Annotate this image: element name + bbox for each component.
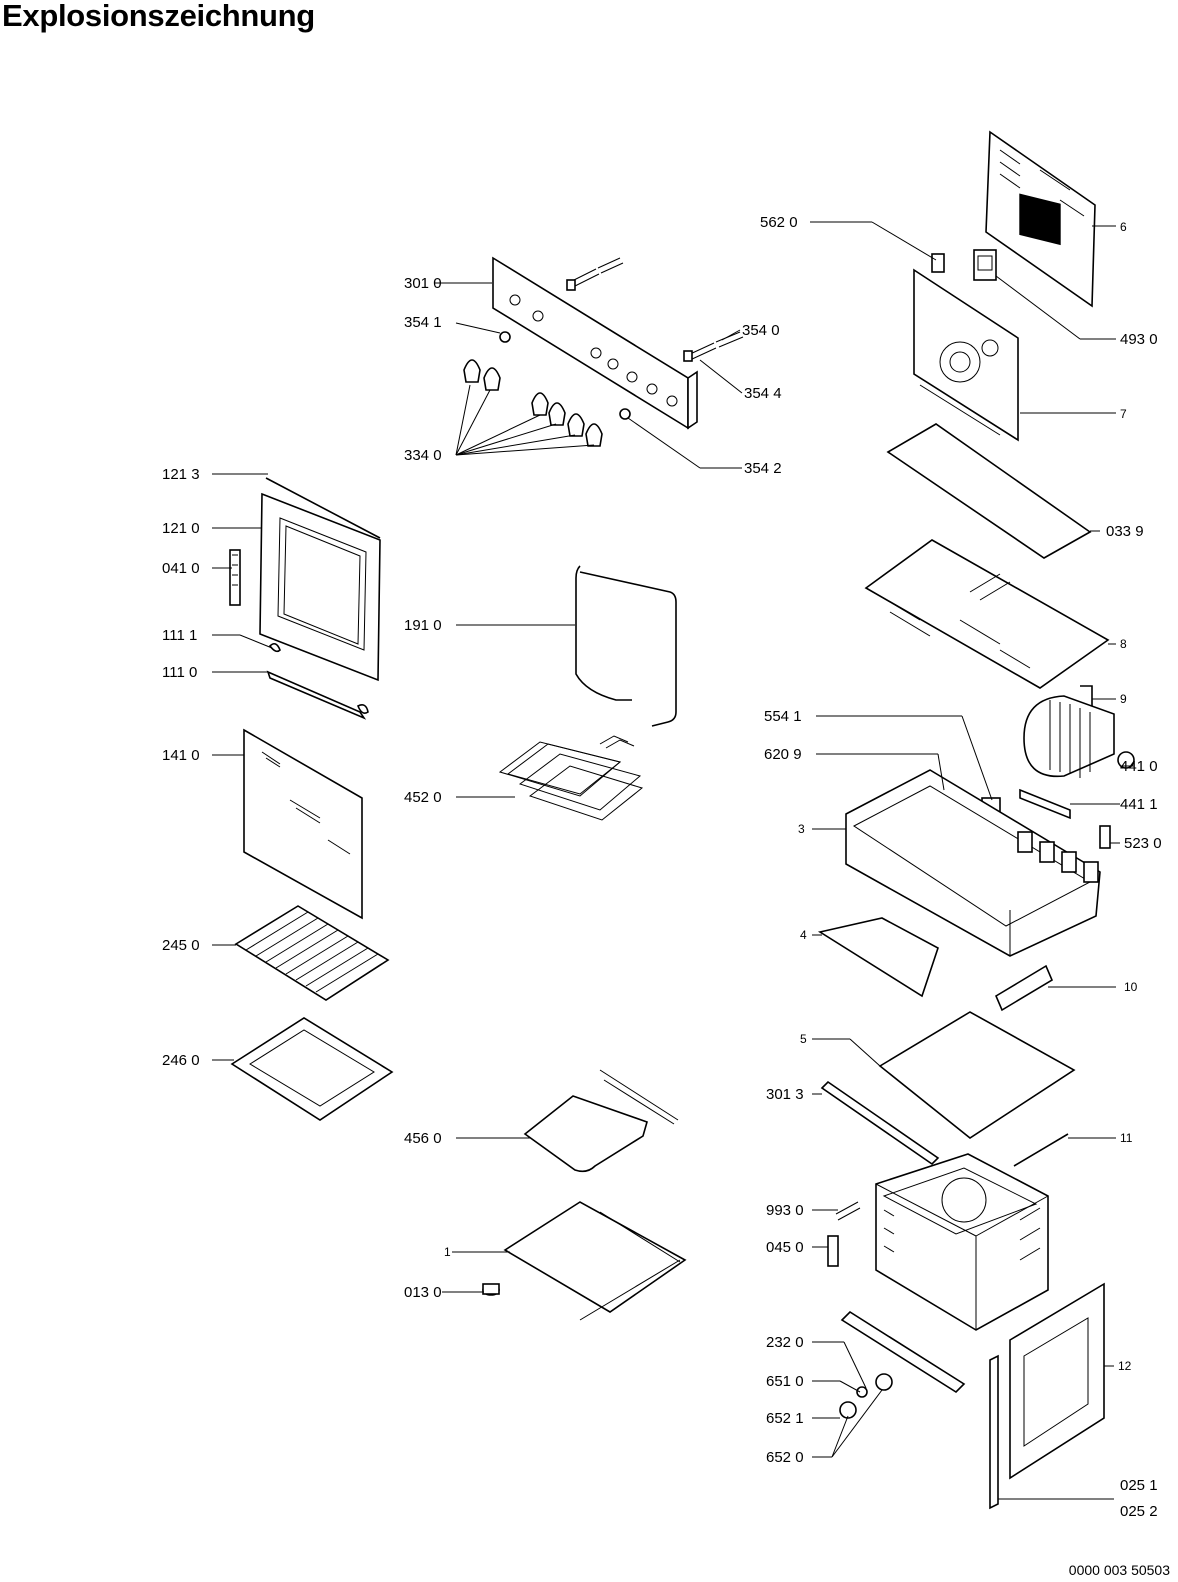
side-rail-part [989, 1354, 999, 1510]
document-number: 0000 003 50503 [1068, 1562, 1170, 1578]
leader-lines [212, 221, 1134, 1500]
label-562-0: 562 0 [760, 214, 798, 231]
label-10: 10 [1124, 980, 1138, 994]
control-housing-part [845, 769, 1101, 957]
label-121-0: 121 0 [162, 520, 200, 537]
bottom-strip-part [840, 1310, 966, 1394]
cover-strip-part [994, 964, 1054, 1012]
insulation-part [886, 423, 1092, 559]
label-232-0: 232 0 [766, 1334, 804, 1351]
oven-cavity-part [875, 1153, 1049, 1331]
clip-part [931, 253, 945, 273]
label-441-1: 441 1 [1120, 796, 1158, 813]
lamp-part [839, 1373, 893, 1419]
label-354-4: 354 4 [744, 385, 782, 402]
label-246-0: 246 0 [162, 1052, 200, 1069]
label-651-0: 651 0 [766, 1373, 804, 1390]
label-993-0: 993 0 [766, 1202, 804, 1219]
label-141-0: 141 0 [162, 747, 200, 764]
side-plate-part [878, 1011, 1076, 1139]
door-seal-part [575, 565, 677, 727]
fan-cover-part [913, 268, 1019, 442]
label-025-1: 025 1 [1120, 1477, 1158, 1494]
label-045-0: 045 0 [766, 1239, 804, 1256]
pin-part [499, 257, 744, 420]
label-121-3: 121 3 [162, 466, 200, 483]
door-hinge-part [229, 549, 241, 606]
page-title: Explosionszeichnung [2, 0, 315, 33]
label-033-9: 033 9 [1106, 523, 1144, 540]
label-245-0: 245 0 [162, 937, 200, 954]
label-301-0: 301 0 [404, 275, 442, 292]
label-013-0: 013 0 [404, 1284, 442, 1301]
label-354-1: 354 1 [404, 314, 442, 331]
switch-part [973, 249, 997, 281]
label-554-1: 554 1 [764, 708, 802, 725]
back-panel-part [985, 130, 1096, 308]
label-523-0: 523 0 [1124, 835, 1162, 852]
knob-part [463, 359, 603, 447]
top-plate-part [864, 539, 1110, 689]
fan-motor-part [1023, 695, 1135, 778]
label-452-0: 452 0 [404, 789, 442, 806]
label-354-0: 354 0 [742, 322, 780, 339]
label-354-2: 354 2 [744, 460, 782, 477]
bottom-plate-part [503, 1201, 687, 1321]
label-1: 1 [444, 1245, 451, 1259]
label-7: 7 [1120, 407, 1127, 421]
grill-element-part [523, 1069, 679, 1173]
heating-element-part [498, 735, 644, 821]
foot-part [482, 1283, 500, 1296]
label-456-0: 456 0 [404, 1130, 442, 1147]
label-9: 9 [1120, 692, 1127, 706]
control-panel-part [492, 256, 698, 430]
trim-strip-part [820, 1080, 940, 1166]
label-111-1: 111 1 [162, 627, 197, 644]
screw-part [827, 1201, 861, 1267]
label-8: 8 [1120, 637, 1127, 651]
label-111-0: 111 0 [162, 664, 197, 681]
rod-part [1013, 1133, 1069, 1167]
label-11: 11 [1120, 1131, 1133, 1145]
label-301-3: 301 3 [766, 1086, 804, 1103]
terminal-strip-part [1019, 788, 1071, 820]
label-5: 5 [800, 1032, 807, 1046]
baking-tray-part [230, 1017, 394, 1121]
air-guide-part [817, 917, 939, 998]
side-panel-part [1009, 1282, 1105, 1480]
door-handle-part [266, 642, 369, 720]
door-frame-part [259, 477, 381, 682]
label-4: 4 [800, 928, 807, 942]
selector-switch-part [1017, 825, 1111, 883]
label-652-0: 652 0 [766, 1449, 804, 1466]
label-441-0: 441 0 [1120, 758, 1158, 775]
label-041-0: 041 0 [162, 560, 200, 577]
label-620-9: 620 9 [764, 746, 802, 763]
label-6: 6 [1120, 220, 1127, 234]
label-493-0: 493 0 [1120, 331, 1158, 348]
label-3: 3 [798, 822, 805, 836]
label-652-1: 652 1 [766, 1410, 804, 1427]
label-191-0: 191 0 [404, 617, 442, 634]
glass-panel-part [243, 728, 363, 920]
label-334-0: 334 0 [404, 447, 442, 464]
label-025-2: 025 2 [1120, 1503, 1158, 1520]
wire-rack-part [234, 905, 390, 1001]
label-12: 12 [1118, 1359, 1132, 1373]
